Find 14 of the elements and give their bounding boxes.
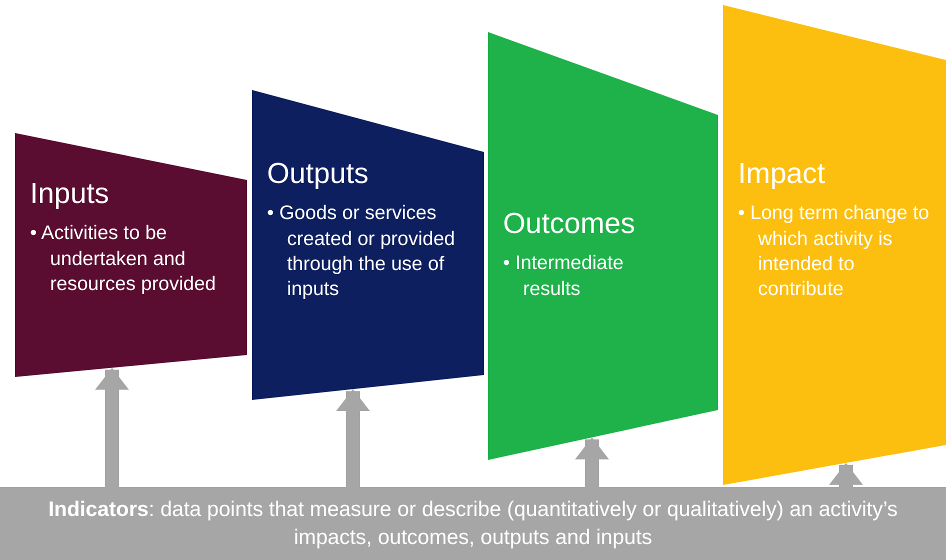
- up-arrow: [95, 368, 129, 487]
- bullet-text: • Goods or services created or provided through the use of inputs: [267, 201, 456, 302]
- banner-text: Indicators: data points that measure or describe (quantitatively or qualitatively) an activity’s impacts, outcomes, outputs and inputs: [47, 497, 899, 550]
- up-arrow: [829, 462, 863, 487]
- bullet-text: • Intermediate results: [503, 251, 625, 302]
- bullet-text: • Long term change to which activity is intended to contribute: [738, 201, 930, 302]
- up-arrow: [336, 389, 370, 487]
- bullet-text: • Activities to be undertaken and resources provided: [30, 221, 217, 298]
- up-arrow: [575, 437, 609, 487]
- stage-heading: Outputs: [267, 158, 370, 192]
- stage-heading: Inputs: [30, 178, 110, 212]
- stage-heading: Outcomes: [503, 208, 636, 242]
- stage-heading: Impact: [738, 158, 826, 192]
- indicator-banner: [0, 487, 946, 560]
